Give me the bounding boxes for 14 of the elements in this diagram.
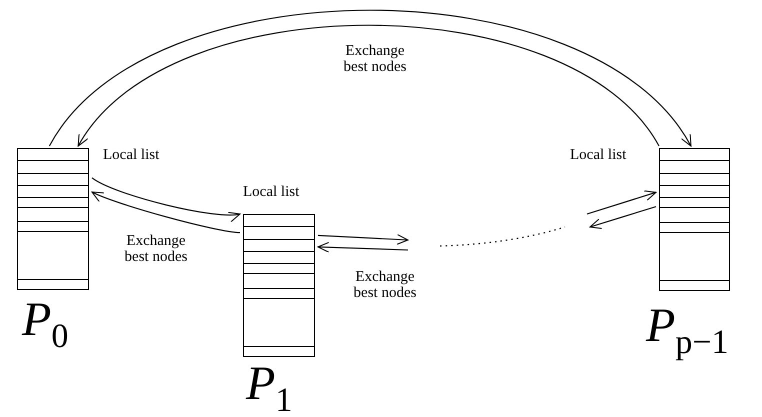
processor-label: P$_{p−1}$ xyxy=(646,302,729,360)
arrow xyxy=(586,190,656,215)
list-caption: Local list xyxy=(570,148,626,163)
list-caption: Local list xyxy=(103,148,160,163)
arrow xyxy=(590,206,656,230)
arrow xyxy=(318,234,408,245)
arrow xyxy=(92,177,240,221)
arrow xyxy=(318,242,408,253)
processor-label: P$_{0}$ xyxy=(22,296,68,354)
list-caption: Local list xyxy=(243,185,300,200)
arrow xyxy=(78,24,660,146)
arrow xyxy=(92,192,240,234)
processor-label: P$_{1}$ xyxy=(246,360,292,417)
arrow xyxy=(48,10,692,146)
